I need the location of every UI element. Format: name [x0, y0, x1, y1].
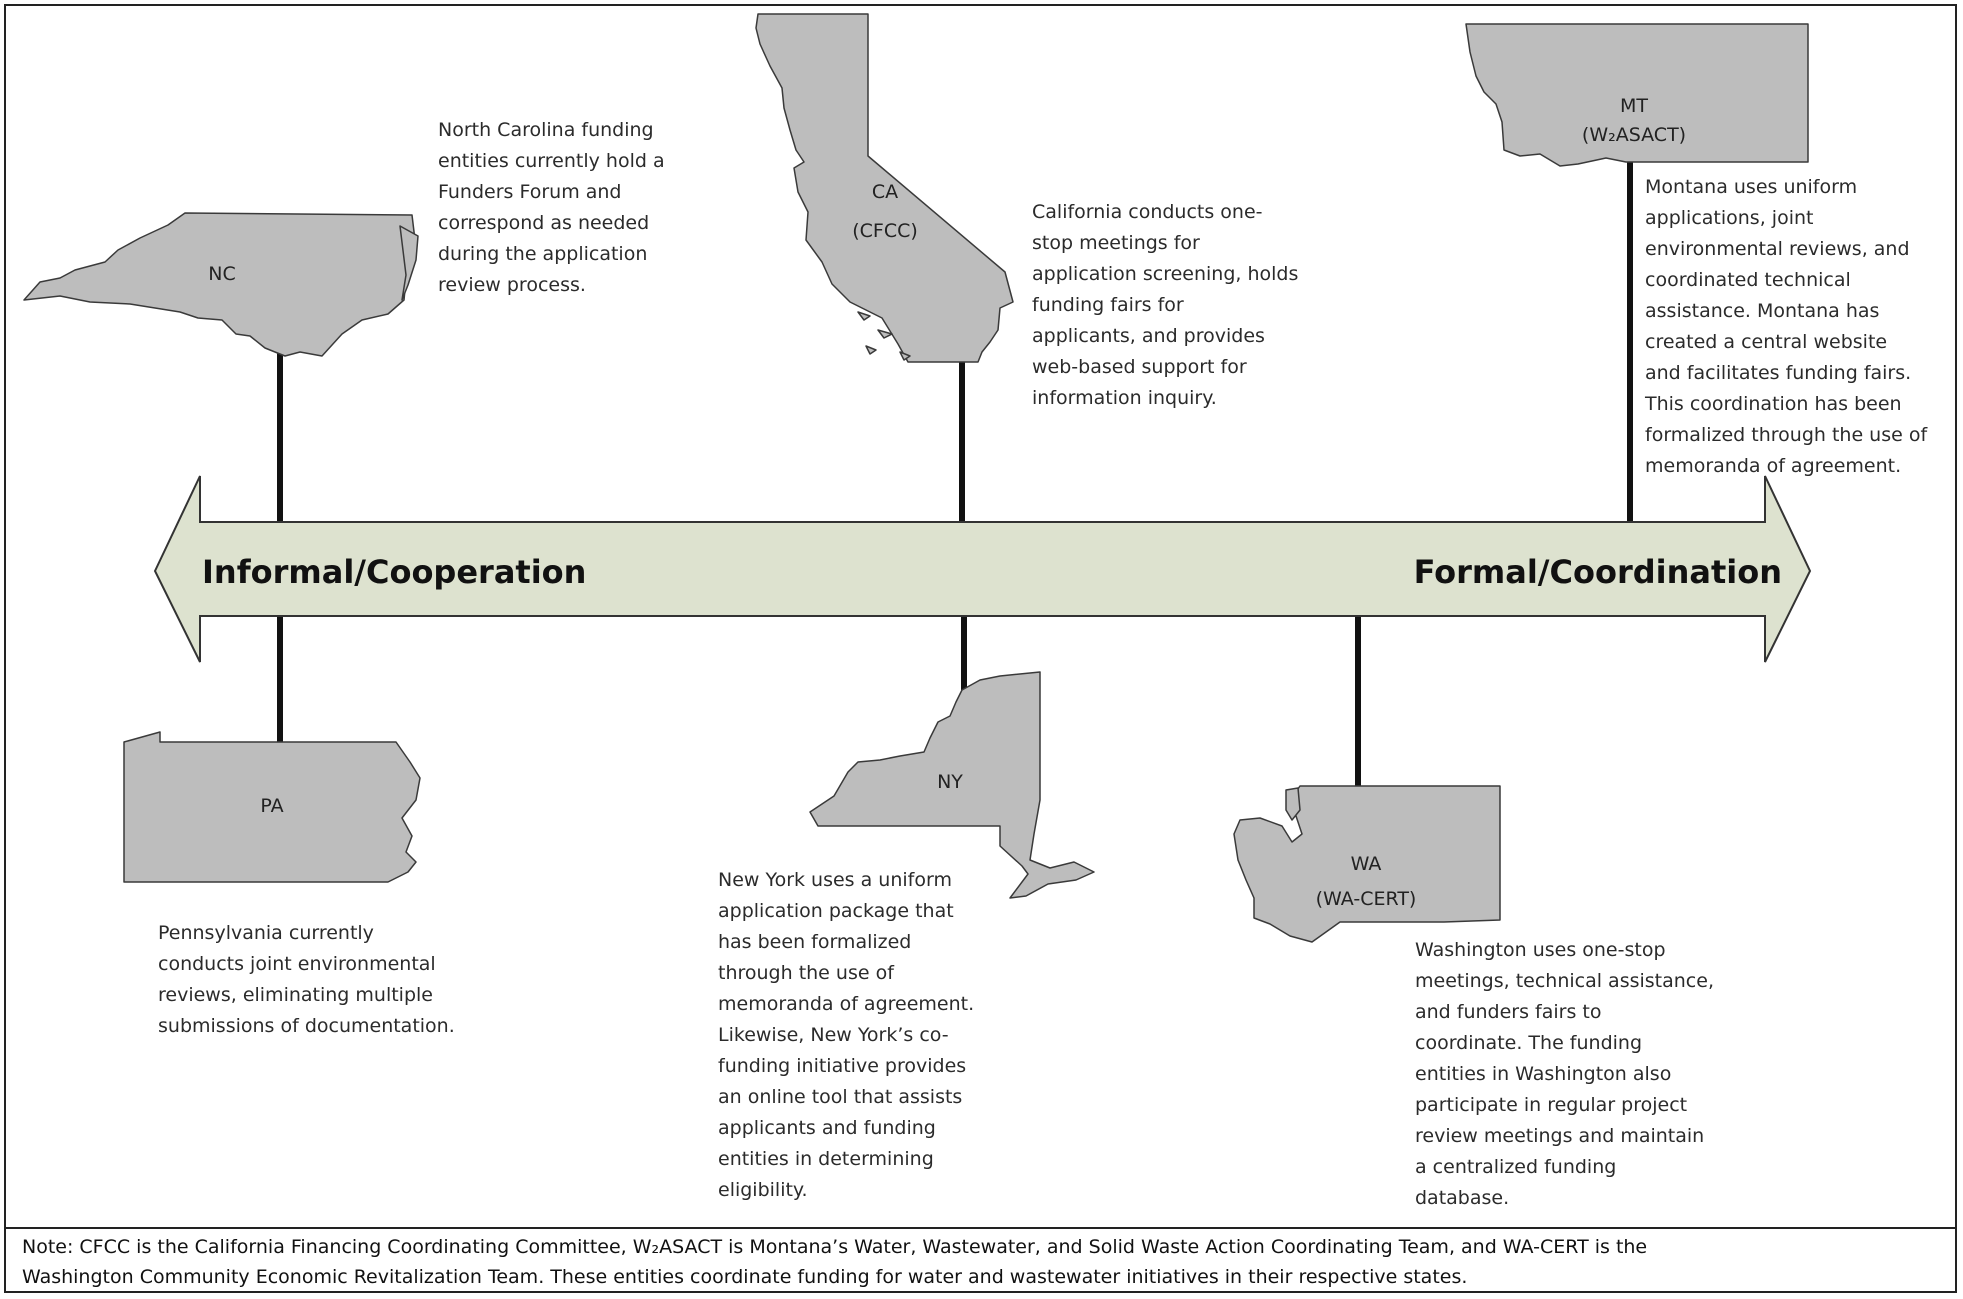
nc-description: North Carolina funding entities currentl… [438, 119, 665, 296]
wa-label: WA [1351, 853, 1382, 875]
arrow-left-label: Informal/Cooperation [202, 553, 586, 591]
spectrum-diagram: Informal/Cooperation Formal/Coordination… [23, 13, 1812, 943]
pa-description: Pennsylvania currently conducts joint en… [158, 922, 455, 1037]
wa-description: Washington uses one-stop meetings, techn… [1415, 939, 1714, 1209]
note-divider [4, 1227, 1957, 1229]
ny-description: New York uses a uniform application pack… [718, 869, 975, 1201]
ny-map: NY [809, 671, 1095, 899]
pa-label: PA [260, 795, 283, 817]
mt-label: MT [1620, 95, 1648, 117]
arrow-right-label: Formal/Coordination [1414, 553, 1782, 591]
ca-label: CA [872, 181, 898, 203]
mt-description: Montana uses uniform applications, joint… [1645, 176, 1928, 477]
ca-description: California conducts one- stop meetings f… [1032, 201, 1299, 409]
ca-map: CA (CFCC) [755, 13, 1014, 363]
spectrum-arrow [153, 475, 1812, 663]
footnote: Note: CFCC is the California Financing C… [22, 1236, 1648, 1288]
figure-frame [4, 4, 1957, 1293]
pa-map: PA [123, 731, 421, 883]
mt-map: MT (W₂ASACT) [1465, 23, 1809, 167]
mt-sublabel: (W₂ASACT) [1582, 124, 1686, 146]
nc-label: NC [208, 263, 235, 285]
wa-map: WA (WA-CERT) [1233, 785, 1501, 943]
ca-sublabel: (CFCC) [852, 220, 918, 242]
nc-map: NC [23, 212, 419, 357]
wa-sublabel: (WA-CERT) [1316, 888, 1417, 910]
ny-label: NY [937, 771, 963, 793]
